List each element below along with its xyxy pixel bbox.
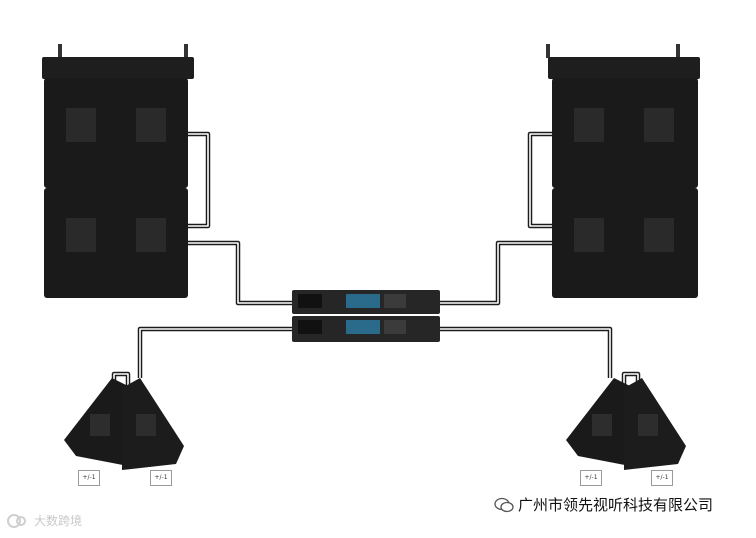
- amplifier-2-display: [346, 320, 380, 334]
- left-line-array: [42, 44, 194, 298]
- right-line-array: [546, 44, 700, 298]
- right-sub-b-label: +/-1: [651, 470, 673, 486]
- cable-right-sub-to-amp-core: [440, 328, 611, 378]
- amplifier-stack: [292, 290, 440, 342]
- amplifier-1-display: [346, 294, 380, 308]
- right-subwoofer-pair: [566, 378, 686, 470]
- cable-left-array-to-amp-core: [188, 242, 292, 304]
- left-bot-port-r: [136, 218, 166, 252]
- right-top-port-l: [574, 108, 604, 142]
- cable-right-array-loop-core: [529, 133, 552, 227]
- left-sub-a-label: +/-1: [78, 470, 100, 486]
- right-speaker-bottom: [552, 188, 698, 298]
- left-top-frame: [42, 57, 194, 79]
- left-hook-b: [184, 44, 188, 58]
- right-hook-a: [546, 44, 550, 58]
- corner-text: 大数跨境: [34, 514, 83, 528]
- cable-left-sub-to-amp-core: [139, 328, 292, 378]
- left-top-port-r: [136, 108, 166, 142]
- cable-left-array-loop: [188, 131, 211, 229]
- right-sub-a-label: +/-1: [580, 470, 602, 486]
- left-bot-port-l: [66, 218, 96, 252]
- cable-left-array-loop-core: [188, 133, 209, 227]
- cable-right-array-to-amp-core: [440, 242, 552, 304]
- right-bot-port-l: [574, 218, 604, 252]
- cable-right-sub-jumper-core: [623, 373, 639, 386]
- cable-left-array-to-amp: [188, 240, 292, 306]
- brand-watermark: 广州市领先视听科技有限公司: [494, 494, 713, 515]
- cable-right-array-to-amp: [440, 240, 552, 306]
- right-top-frame: [548, 57, 700, 79]
- right-hook-b: [676, 44, 680, 58]
- left-hook-a: [58, 44, 62, 58]
- cable-network: [111, 131, 641, 386]
- corner-watermark: 大数跨境: [6, 512, 82, 529]
- left-speaker-bottom: [44, 188, 188, 298]
- right-top-port-r: [644, 108, 674, 142]
- logo-icon: [7, 513, 26, 528]
- wechat-icon: [494, 497, 514, 512]
- right-speaker-top: [552, 78, 698, 188]
- cable-left-sub-to-amp: [137, 326, 292, 378]
- brand-text: 广州市领先视听科技有限公司: [518, 496, 714, 514]
- left-speaker-top: [44, 78, 188, 188]
- left-subwoofer-pair: [64, 378, 184, 470]
- left-sub-b-label: +/-1: [150, 470, 172, 486]
- left-top-port-l: [66, 108, 96, 142]
- cable-right-array-loop: [527, 131, 552, 229]
- cable-right-sub-to-amp: [440, 326, 613, 378]
- right-bot-port-r: [644, 218, 674, 252]
